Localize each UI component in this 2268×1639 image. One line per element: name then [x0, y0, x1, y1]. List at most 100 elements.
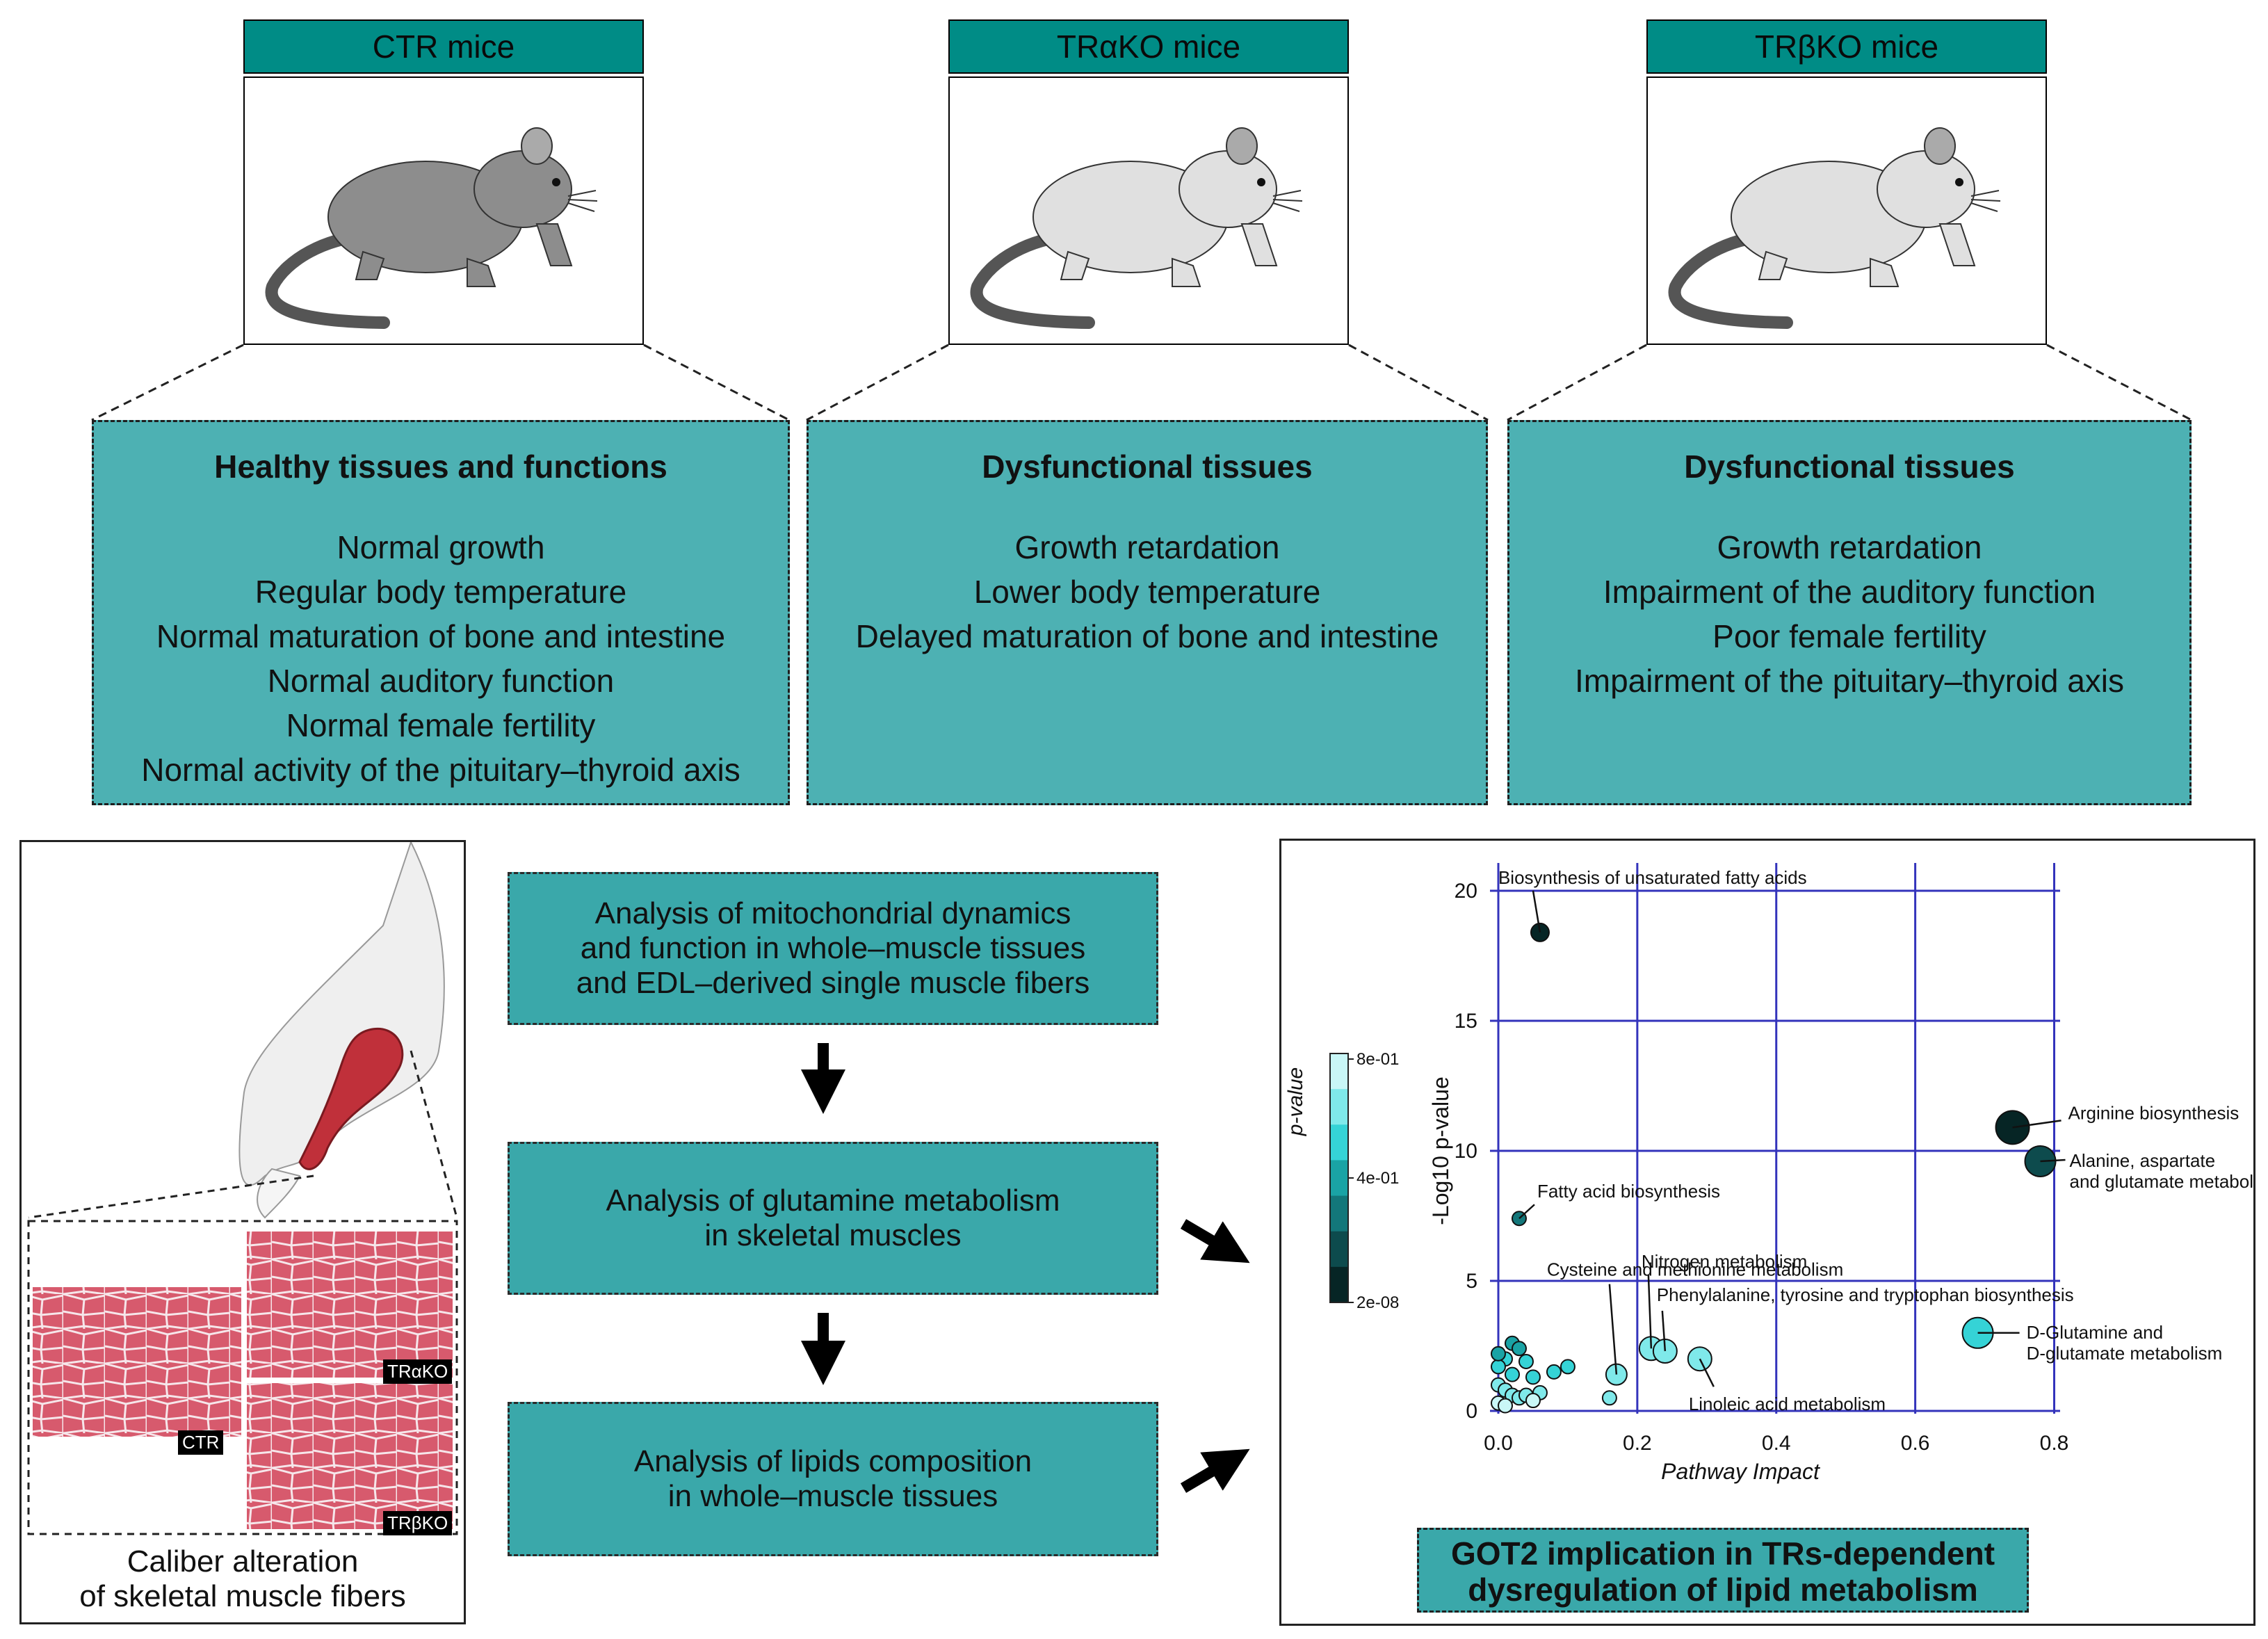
- chart-grid: [1490, 863, 2060, 1414]
- muscle-panel: CTR TRαKO TRβKO Caliber alteration of sk…: [19, 840, 466, 1624]
- scatter-point: [1518, 1353, 1534, 1369]
- mouse-illustration-trb: [1668, 127, 2001, 329]
- leader-line: [1518, 1204, 1535, 1220]
- scatter-point: [1491, 1346, 1506, 1362]
- list-item: Impairment of the auditory function: [1603, 574, 2096, 610]
- muscle-caption-line1: Caliber alteration: [127, 1544, 359, 1579]
- hindlimb-illustration: [27, 840, 458, 1535]
- colorbar-segment: [1330, 1231, 1348, 1268]
- scatter-point: [1497, 1398, 1513, 1414]
- list-item: Normal activity of the pituitary–thyroid…: [141, 752, 740, 788]
- mouse-illustration-tra: [970, 127, 1303, 329]
- y-tick-label: 5: [1466, 1270, 1477, 1293]
- point-label: Nitrogen metabolism: [1642, 1251, 1807, 1272]
- mouse-label-tra: TRαKO mice: [948, 19, 1349, 74]
- list-item: Lower body temperature: [973, 574, 1321, 610]
- histology-label-trb: TRβKO: [383, 1511, 453, 1535]
- colorbar-segment: [1330, 1160, 1348, 1197]
- point-label: Arginine biosynthesis: [2068, 1102, 2239, 1123]
- mouse-frame-tra: [948, 76, 1349, 345]
- y-axis-label: -Log10 p-value: [1428, 1076, 1453, 1225]
- leader-line: [2012, 1120, 2062, 1129]
- histology-label-tra: TRαKO: [383, 1359, 453, 1384]
- mouse-illustration-ctr: [265, 127, 598, 329]
- flow-line: and function in whole–muscle tissues: [580, 931, 1086, 965]
- list-item: Poor female fertility: [1712, 618, 1986, 654]
- info-box-ctr: Healthy tissues and functions Normal gro…: [92, 420, 790, 805]
- y-tick-label: 20: [1455, 880, 1477, 903]
- histology-trb: [247, 1383, 453, 1529]
- flow-line: Analysis of mitochondrial dynamics: [594, 896, 1071, 930]
- mouse-frame-trb: [1646, 76, 2047, 345]
- chart-point-labels: Biosynthesis of unsaturated fatty acidsA…: [1498, 867, 2268, 1414]
- leader-line: [1699, 1358, 1715, 1387]
- list-item: Impairment of the pituitary–thyroid axis: [1574, 663, 2125, 699]
- list-item: Growth retardation: [1717, 529, 1982, 565]
- muscle-caption: Caliber alteration of skeletal muscle fi…: [22, 1544, 464, 1614]
- info-box-title: Healthy tissues and functions: [214, 449, 667, 485]
- list-item: Normal maturation of bone and intestine: [156, 618, 726, 654]
- flow-line: in skeletal muscles: [704, 1218, 962, 1252]
- scatter-point: [1504, 1366, 1520, 1382]
- chart-points: [1491, 922, 2057, 1414]
- info-box-title: Dysfunctional tissues: [1684, 449, 2015, 485]
- x-tick-label: 0.0: [1484, 1432, 1513, 1455]
- scatter-point: [1601, 1390, 1617, 1406]
- scatter-point: [1546, 1364, 1562, 1380]
- colorbar-segment: [1330, 1089, 1348, 1126]
- list-item: Regular body temperature: [254, 574, 627, 610]
- colorbar-title: p-value: [1284, 1067, 1307, 1136]
- flow-line: Analysis of glutamine metabolism: [606, 1184, 1060, 1218]
- colorbar-segment: [1330, 1266, 1348, 1303]
- flow-line: in whole–muscle tissues: [667, 1479, 998, 1513]
- point-label: Fatty acid biosynthesis: [1537, 1181, 1720, 1202]
- x-tick-label: 0.8: [2040, 1432, 2069, 1455]
- flow-line: Analysis of lipids composition: [633, 1444, 1032, 1478]
- y-tick-label: 0: [1466, 1400, 1477, 1423]
- info-box-title: Dysfunctional tissues: [982, 449, 1313, 485]
- histology-ctr: [33, 1287, 241, 1437]
- right-arrow-icon: [1180, 1448, 1250, 1493]
- leader-line: [1661, 1310, 1667, 1352]
- colorbar-label: 4e-01: [1356, 1169, 1399, 1188]
- scatter-point: [1491, 1359, 1506, 1375]
- y-tick-label: 15: [1455, 1010, 1477, 1033]
- x-axis-label: Pathway Impact: [1661, 1459, 1820, 1484]
- histology-tra: [247, 1232, 453, 1378]
- colorbar-segment: [1330, 1195, 1348, 1232]
- mouse-frame-ctr: [243, 76, 644, 345]
- point-label: Phenylalanine, tyrosine and tryptophan b…: [1657, 1284, 2074, 1305]
- scatter-point: [1560, 1359, 1576, 1375]
- x-tick-label: 0.2: [1623, 1432, 1652, 1455]
- x-tick-label: 0.6: [1901, 1432, 1930, 1455]
- list-item: Normal growth: [337, 529, 545, 565]
- list-item: Normal female fertility: [286, 707, 596, 743]
- list-item: Normal auditory function: [267, 663, 615, 699]
- chart-leader-lines: [1518, 890, 2066, 1387]
- leader-line: [1608, 1284, 1618, 1375]
- point-label: Cysteine and methionine metabolism: [1547, 1259, 1843, 1280]
- conclusion-line2: dysregulation of lipid metabolism: [1468, 1572, 1978, 1608]
- info-box-trb: Dysfunctional tissues Growth retardation…: [1507, 420, 2192, 805]
- scatter-point: [1525, 1393, 1541, 1409]
- list-item: Delayed maturation of bone and intestine: [855, 618, 1439, 654]
- conclusion-box: GOT2 implication in TRs-dependent dysreg…: [1417, 1528, 2029, 1613]
- scatter-point: [1511, 1341, 1527, 1357]
- colorbar-segment: [1330, 1124, 1348, 1161]
- x-tick-label: 0.4: [1762, 1432, 1791, 1455]
- point-label: Biosynthesis of unsaturated fatty acids: [1498, 867, 1807, 888]
- histology-label-ctr: CTR: [178, 1430, 224, 1455]
- point-label: Linoleic acid metabolism: [1689, 1394, 1886, 1414]
- muscle-caption-line2: of skeletal muscle fibers: [79, 1579, 406, 1613]
- scatter-point: [1525, 1369, 1541, 1385]
- colorbar-segment: [1330, 1053, 1348, 1090]
